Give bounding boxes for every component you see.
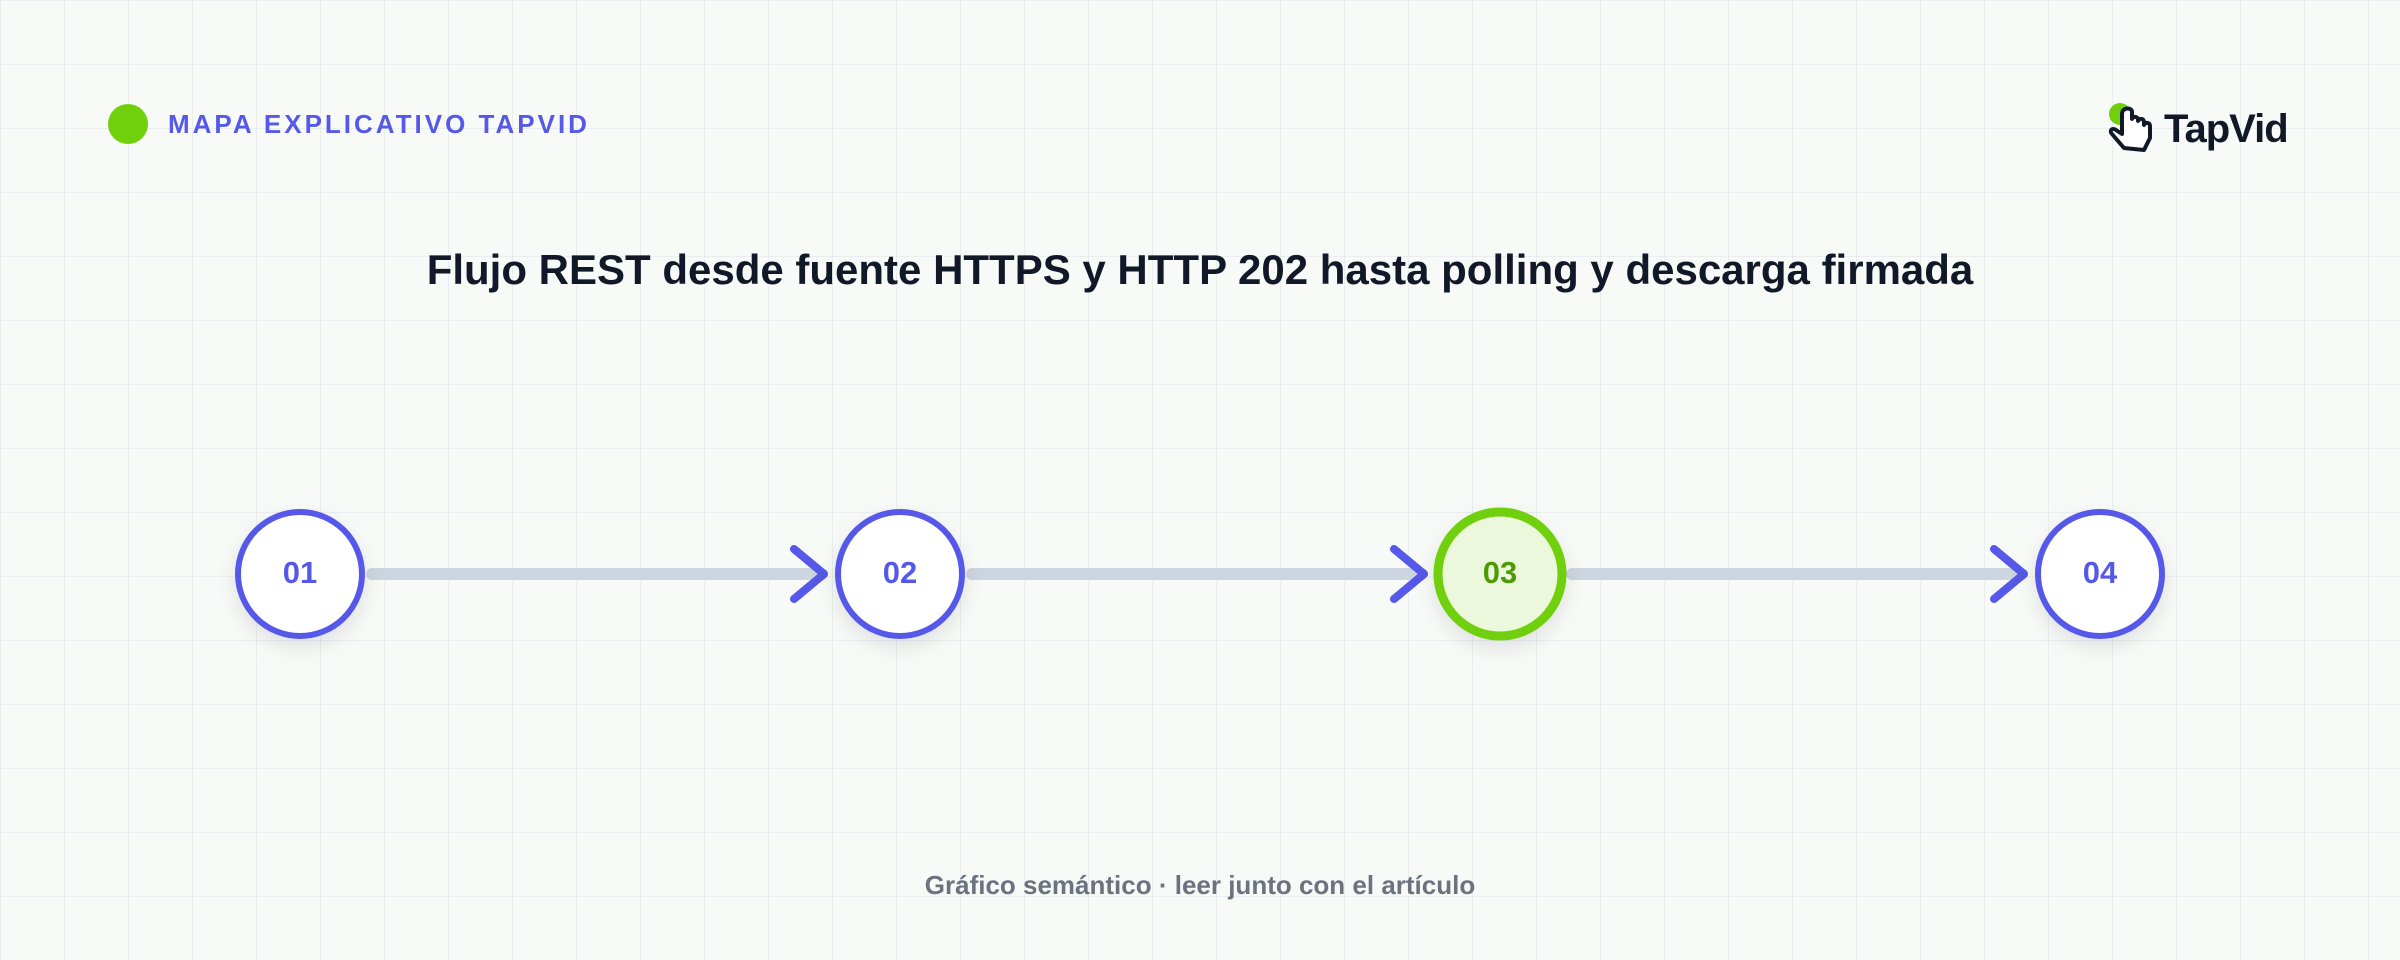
step-number: 02 bbox=[883, 555, 917, 590]
footer-note: Gráfico semántico · leer junto con el ar… bbox=[924, 870, 1476, 900]
step-circle bbox=[1433, 507, 1567, 641]
step-circle bbox=[235, 509, 365, 639]
arrowhead-icon bbox=[1990, 545, 2028, 603]
step-circle bbox=[2035, 509, 2165, 639]
step-number: 01 bbox=[283, 555, 317, 590]
step-node-01: 01 bbox=[235, 509, 365, 639]
step-node-02: 02 bbox=[835, 509, 965, 639]
diagram-title: Flujo REST desde fuente HTTPS y HTTP 202… bbox=[426, 246, 1974, 293]
status-dot bbox=[108, 104, 148, 144]
header-badge-label: MAPA EXPLICATIVO TAPVID bbox=[168, 108, 590, 139]
logo-text: TapVid bbox=[2164, 106, 2289, 151]
step-number: 04 bbox=[2083, 555, 2118, 590]
step-circle bbox=[835, 509, 965, 639]
step-number: 03 bbox=[1483, 555, 1517, 590]
tapvid-logo: TapVid bbox=[2104, 100, 2289, 158]
arrowhead-icon bbox=[1390, 545, 1428, 603]
arrowhead-icon bbox=[790, 545, 828, 603]
tap-hand-icon bbox=[2108, 103, 2152, 152]
step-node-03: 03 bbox=[1433, 507, 1567, 641]
step-node-04: 04 bbox=[2035, 509, 2165, 639]
header-badge: MAPA EXPLICATIVO TAPVID bbox=[108, 104, 590, 144]
